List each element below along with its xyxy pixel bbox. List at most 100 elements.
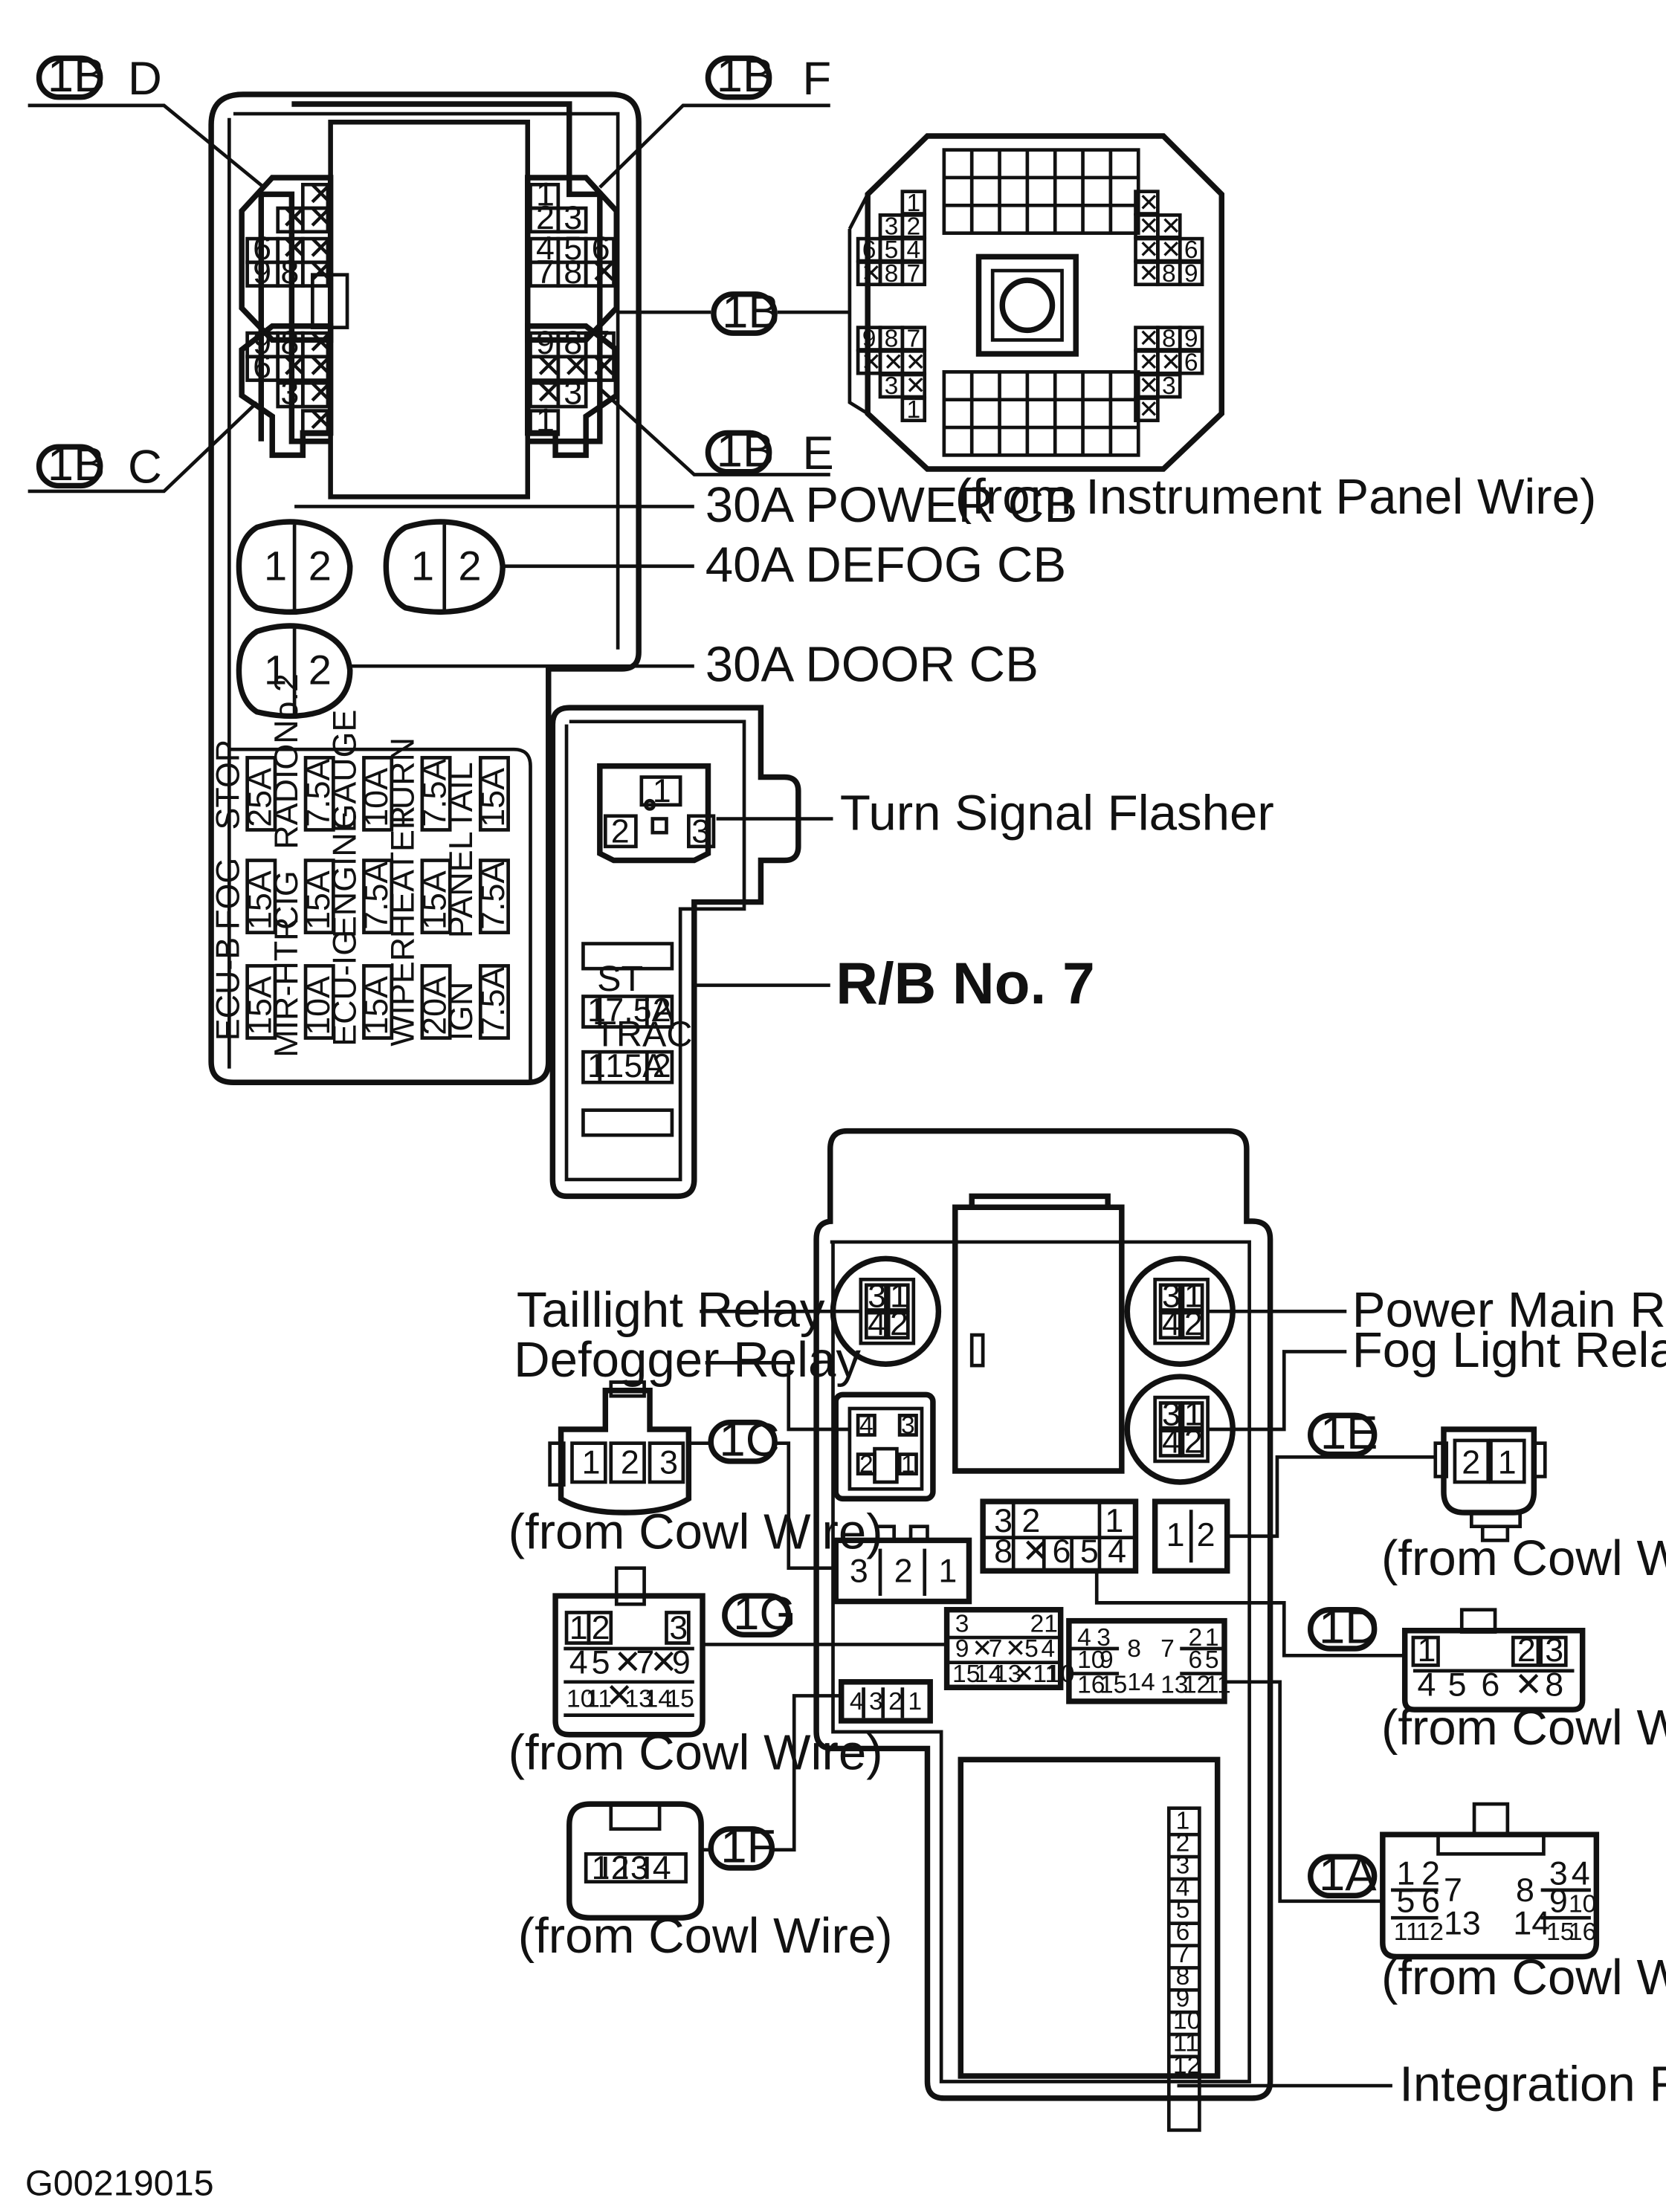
power-main-relay-label: Power Main Relay	[1352, 1282, 1666, 1338]
svg-text:3: 3	[1162, 1278, 1181, 1315]
svg-text:4: 4	[1042, 1635, 1056, 1663]
tag-1b-d-letter: D	[128, 53, 162, 105]
fuse-ecu-b: ECU-B 15A	[209, 937, 278, 1041]
svg-text:14: 14	[975, 1660, 1002, 1688]
svg-text:✕: ✕	[1138, 236, 1159, 264]
st-rating: 7.5A	[605, 992, 674, 1029]
svg-text:8: 8	[1127, 1635, 1141, 1663]
taillight-relay: 3 1 4 2 Taillight Relay	[517, 1255, 942, 1367]
fuse-gauge: GAUGE 10A	[326, 710, 395, 832]
connector-1c-cowl: 1 2 3 (from Cowl Wire) 1C	[508, 1380, 883, 1571]
fuse-mir-htr-name: MIR-HTR	[268, 917, 305, 1058]
svg-text:1: 1	[1166, 1516, 1185, 1553]
fuse-fog: FOG 15A	[209, 858, 278, 934]
svg-text:10: 10	[566, 1685, 594, 1713]
connector-1e-note: (from Cowl Wire)	[1381, 1530, 1666, 1586]
connector-1b-e-grid: 9 8 7 ✕ ✕ ✕ ✕ 3 1	[525, 323, 619, 459]
tag-1b-d: 1B D	[28, 50, 265, 189]
svg-text:2: 2	[1176, 1830, 1190, 1857]
svg-text:9: 9	[1549, 1883, 1568, 1920]
svg-text:4: 4	[1162, 1305, 1181, 1342]
svg-text:8: 8	[1176, 1963, 1190, 1991]
svg-text:16: 16	[1077, 1672, 1105, 1699]
svg-text:✕: ✕	[307, 374, 335, 411]
svg-text:6: 6	[862, 236, 876, 264]
svg-text:3: 3	[955, 1611, 969, 1638]
svg-text:2: 2	[1188, 1624, 1202, 1652]
svg-text:8: 8	[1162, 260, 1176, 288]
svg-text:✕: ✕	[1138, 372, 1159, 400]
svg-text:✕: ✕	[1160, 349, 1181, 376]
svg-text:1: 1	[264, 646, 287, 693]
connector-1a-note: (from Cowl Wire)	[1381, 1950, 1666, 2005]
rb7-label: R/B No. 7	[836, 951, 1095, 1016]
svg-text:2: 2	[906, 213, 920, 241]
defog-cb-label: 40A DEFOG CB	[706, 537, 1067, 592]
svg-text:1: 1	[587, 1047, 606, 1084]
svg-text:3: 3	[669, 1609, 688, 1646]
svg-text:10: 10	[1077, 1646, 1105, 1674]
svg-text:3: 3	[659, 1444, 678, 1481]
svg-text:12: 12	[1183, 1672, 1210, 1699]
svg-text:13: 13	[1160, 1672, 1188, 1699]
fuse-heater-rating: 15A	[416, 870, 453, 930]
svg-text:✕: ✕	[861, 349, 882, 376]
svg-text:15: 15	[666, 1685, 694, 1713]
svg-text:2: 2	[1421, 1854, 1440, 1892]
svg-text:1: 1	[1498, 1444, 1517, 1481]
trac-rating: 15A	[605, 1047, 665, 1084]
door-cb-label: 30A DOOR CB	[706, 637, 1039, 693]
svg-text:11: 11	[1033, 1660, 1059, 1688]
svg-text:3: 3	[1176, 1852, 1190, 1879]
svg-text:10: 10	[1569, 1891, 1596, 1918]
svg-text:5: 5	[1205, 1646, 1219, 1674]
svg-text:6: 6	[1176, 1918, 1190, 1946]
svg-text:3: 3	[564, 199, 582, 236]
tag-1b-e-letter: E	[802, 427, 833, 479]
svg-text:✕: ✕	[972, 1635, 992, 1663]
svg-text:4: 4	[906, 236, 920, 264]
fuse-engine-rating: 7.5A	[358, 861, 395, 930]
svg-text:2: 2	[458, 542, 481, 589]
fuse-panel-name: PANEL	[442, 832, 480, 939]
svg-text:9: 9	[253, 253, 271, 291]
svg-text:✕: ✕	[861, 260, 882, 288]
svg-text:✕: ✕	[905, 372, 926, 400]
svg-text:8: 8	[885, 260, 899, 288]
lower-junction-block: 1 2 3 4 5 6 7 8 9 10 11 12 Integration R…	[813, 1128, 1666, 2132]
svg-text:9: 9	[1184, 326, 1198, 353]
fuse-engine-name: ENGINE	[326, 810, 363, 938]
power-cb-label: 30A POWER CB	[706, 477, 1077, 533]
svg-text:1: 1	[901, 1451, 915, 1478]
svg-text:2: 2	[1184, 1423, 1203, 1461]
tag-1b-e-code: 1B	[717, 424, 775, 476]
svg-text:3: 3	[869, 1688, 883, 1715]
svg-text:2: 2	[536, 199, 555, 236]
svg-text:14: 14	[645, 1685, 672, 1713]
svg-text:✕: ✕	[307, 199, 335, 236]
fuse-wiper-rating: 20A	[416, 976, 453, 1035]
tag-1b-instrument-panel: 1B (from Instrument Panel Wire)	[618, 286, 1596, 525]
svg-text:2: 2	[653, 1047, 671, 1084]
svg-text:8: 8	[564, 253, 582, 291]
svg-text:1: 1	[1184, 1395, 1203, 1432]
defogger-relay-label: Defogger Relay	[514, 1332, 861, 1388]
fuse-panel: STOP 25A RADIONo.2 7.5A GAUGE 10A TURN 7…	[209, 673, 511, 1058]
svg-text:✕: ✕	[905, 349, 926, 376]
connector-1d-note: (from Cowl Wire)	[1381, 1700, 1666, 1756]
svg-text:11: 11	[1205, 1672, 1231, 1699]
fuse-ecu-ig: ECU-IG 15A	[326, 930, 395, 1047]
svg-text:2: 2	[309, 542, 332, 589]
svg-text:7: 7	[1444, 1872, 1462, 1909]
svg-text:7: 7	[906, 326, 920, 353]
tag-1b-f-code: 1B	[717, 50, 775, 102]
svg-text:5: 5	[1024, 1635, 1039, 1663]
svg-text:3: 3	[850, 1552, 868, 1589]
svg-text:8: 8	[1162, 326, 1176, 353]
fuse-mir-htr-rating: 10A	[300, 976, 337, 1035]
fuse-wiper: WIPER 20A	[384, 937, 453, 1047]
svg-text:4: 4	[850, 1688, 864, 1715]
svg-text:1: 1	[1044, 1611, 1058, 1638]
svg-text:14: 14	[1513, 1905, 1550, 1942]
